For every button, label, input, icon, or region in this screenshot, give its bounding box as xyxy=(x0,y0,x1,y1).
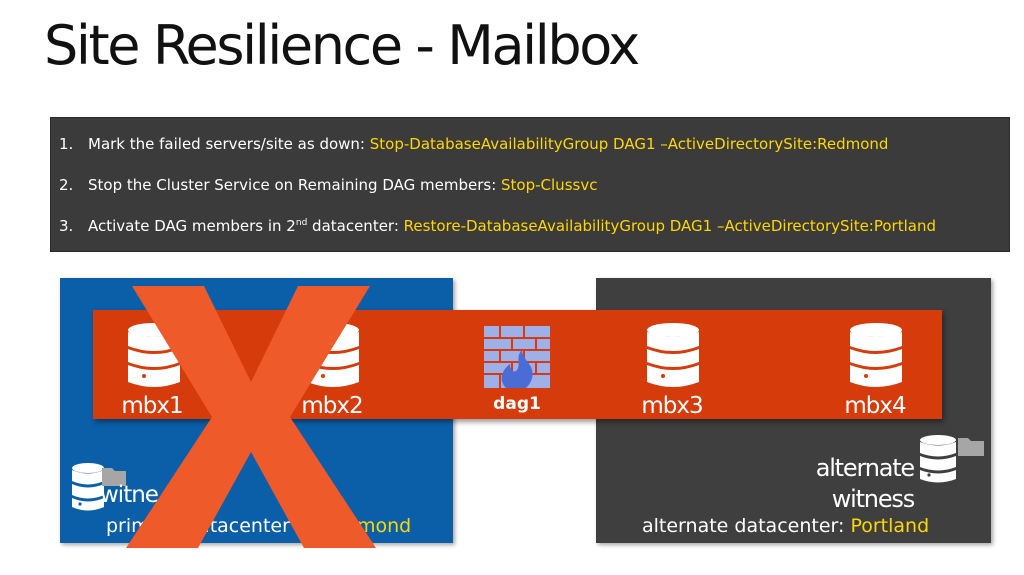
step-3: 3. Activate DAG members in 2nd datacenter… xyxy=(59,215,936,237)
step-text: datacenter: xyxy=(307,217,404,235)
step-text: Stop the Cluster Service on Remaining DA… xyxy=(88,176,502,194)
step-command: Restore-DatabaseAvailabilityGroup DAG1 –… xyxy=(403,217,936,235)
server-label-mbx3: mbx3 xyxy=(641,393,703,419)
step-2: 2. Stop the Cluster Service on Remaining … xyxy=(59,174,597,196)
primary-site-city: mond xyxy=(357,515,412,537)
step-text: Mark the failed servers/site as down: xyxy=(88,135,370,153)
server-label-mbx1: mbx1 xyxy=(121,393,183,419)
server-icon xyxy=(647,323,699,387)
server-icon xyxy=(850,323,902,387)
dag-label: dag1 xyxy=(493,394,541,414)
step-number: 2. xyxy=(59,176,74,194)
step-superscript: nd xyxy=(295,218,308,228)
firewall-icon xyxy=(484,326,550,388)
witness-server-icon xyxy=(920,435,984,483)
alternate-site-caption: alternate datacenter: Portland xyxy=(642,515,929,537)
alternate-witness-label: alternate witness xyxy=(815,453,916,515)
failure-x-icon xyxy=(126,286,376,548)
server-label-mbx4: mbx4 xyxy=(844,393,906,419)
step-text: Activate DAG members in 2 xyxy=(88,217,296,235)
primary-witness-label: witne xyxy=(100,482,159,508)
witness-server-icon xyxy=(72,463,126,511)
alternate-witness-line2: witness xyxy=(831,485,916,513)
primary-site-caption-city: mond xyxy=(357,515,411,537)
server-label-mbx2: mbx2 xyxy=(301,393,363,419)
step-1: 1.Mark the failed servers/site as down: … xyxy=(59,133,888,155)
alternate-witness-line1: alternate xyxy=(815,454,916,482)
alternate-site-city: Portland xyxy=(850,515,930,537)
alternate-site-caption-prefix: alternate datacenter: xyxy=(642,515,851,537)
step-command: Stop-DatabaseAvailabilityGroup DAG1 –Act… xyxy=(369,135,889,153)
step-number: 3. xyxy=(59,217,74,235)
steps-panel: 1.Mark the failed servers/site as down: … xyxy=(50,117,1010,252)
slide-title: Site Resilience - Mailbox xyxy=(44,14,640,77)
step-command: Stop-Clussvc xyxy=(501,176,598,194)
step-number: 1. xyxy=(59,135,74,153)
